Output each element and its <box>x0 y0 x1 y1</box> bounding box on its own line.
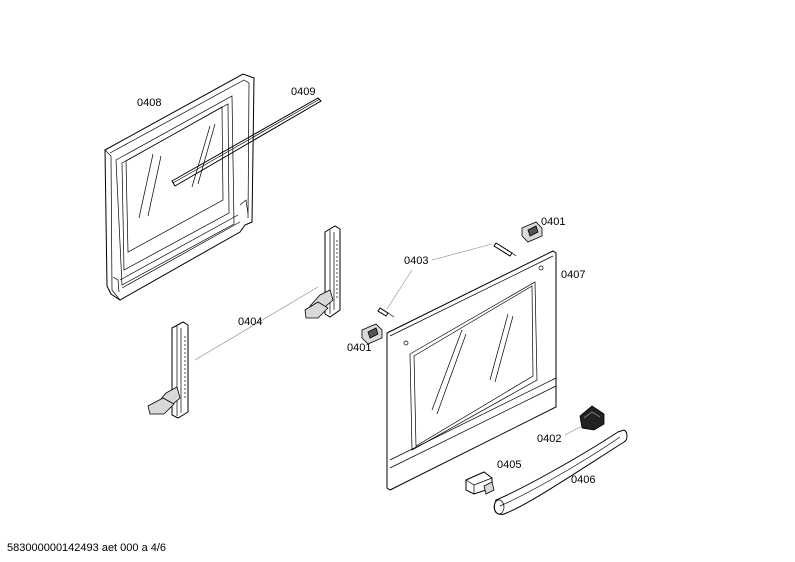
leader-0403a <box>431 243 493 261</box>
leader-0402 <box>564 425 583 436</box>
drawing-reference: 583000000142493 aet 000 a 4/6 <box>7 542 166 554</box>
label-0408: 0408 <box>137 97 161 109</box>
outer-door-panel <box>386 250 557 491</box>
door-clip-upper <box>521 221 543 243</box>
label-0401-upper: 0401 <box>541 216 565 228</box>
door-hinge-lower <box>147 321 189 419</box>
label-0402: 0402 <box>537 433 561 445</box>
leader-0404 <box>194 286 319 361</box>
label-0406: 0406 <box>571 474 595 486</box>
label-0404: 0404 <box>238 316 262 328</box>
label-0403: 0403 <box>404 255 428 267</box>
door-clip-lower <box>361 323 383 345</box>
door-pin-upper <box>493 242 517 257</box>
handle-end-piece <box>465 471 495 495</box>
door-hinge-upper <box>304 225 341 319</box>
label-0407: 0407 <box>561 269 585 281</box>
door-handle-bar <box>493 429 628 515</box>
label-0409: 0409 <box>291 86 315 98</box>
door-pin-lower <box>377 307 395 318</box>
leader-0403b <box>386 269 413 310</box>
label-0405: 0405 <box>497 459 521 471</box>
handle-end-cap <box>579 405 605 431</box>
inner-door-frame <box>104 73 255 301</box>
label-0401-lower: 0401 <box>347 342 371 354</box>
door-seal-strip <box>171 97 322 187</box>
